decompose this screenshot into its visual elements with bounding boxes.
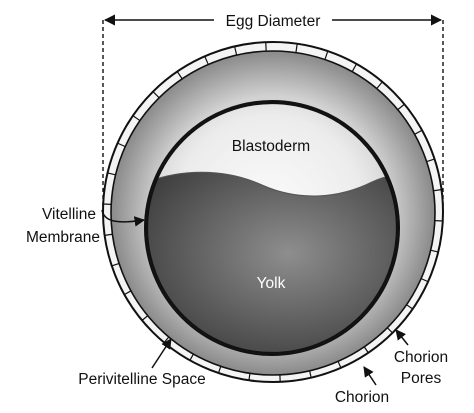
chorion-pores-label-line2: Pores — [401, 370, 442, 387]
chorion-pores-label-line1: Chorion — [394, 349, 448, 366]
perivitelline-space-callout: Perivitelline Space — [78, 338, 206, 388]
chorion-callout: Chorion — [335, 366, 389, 406]
chorion-pore — [123, 290, 132, 296]
chorion-pores-callout: Chorion Pores — [394, 329, 448, 387]
chorion-pore — [430, 249, 439, 253]
chorion-pore — [386, 327, 394, 334]
chorion-pore — [433, 189, 442, 192]
chorion-pore — [152, 91, 160, 98]
chorion-pore — [204, 56, 209, 65]
chorion-pore — [337, 360, 342, 369]
chorion-pore — [248, 372, 251, 381]
chorion-pores — [103, 42, 443, 383]
chorion-pore — [141, 315, 149, 322]
chorion-pore — [397, 103, 405, 110]
vitelline-label-line1: Vitelline — [42, 206, 96, 223]
chorion-pore — [426, 158, 435, 163]
perivitelline-space-label: Perivitelline Space — [78, 371, 206, 388]
yolk-region — [147, 171, 397, 353]
chorion-pore — [217, 365, 222, 374]
chorion-pore — [363, 346, 370, 354]
chorion-pore — [107, 172, 116, 176]
chorion-pore — [295, 44, 298, 53]
vitelline-pointer-arrow — [101, 209, 146, 227]
chorion-pore — [132, 115, 141, 121]
chorion-pore — [189, 353, 195, 361]
chorion-pores-pointer-arrow — [395, 329, 409, 346]
chorion-pore — [176, 71, 183, 79]
chorion-pore — [420, 277, 429, 283]
yolk-label: Yolk — [257, 275, 286, 292]
vitelline-label-line2: Membrane — [26, 229, 100, 246]
chorion-pore — [234, 46, 238, 55]
chorion-pore — [351, 64, 357, 72]
chorion-pore — [104, 233, 113, 236]
chorion-pore — [376, 81, 383, 89]
chorion-pore — [111, 262, 120, 267]
chorion-label: Chorion — [335, 389, 389, 406]
blastoderm-label: Blastoderm — [232, 138, 310, 155]
chorion-pore — [405, 304, 414, 310]
chorion-pointer-arrow — [363, 366, 377, 386]
egg-diameter-dimension: Egg Diameter — [102, 13, 444, 212]
chorion-pore — [117, 142, 126, 148]
chorion-pore — [324, 51, 329, 60]
chorion-pore — [414, 129, 423, 135]
egg-diameter-label: Egg Diameter — [226, 13, 321, 30]
chorion-pore — [308, 370, 312, 379]
vitelline-membrane-callout: Vitelline Membrane — [26, 206, 146, 246]
perivitelline-pointer-arrow — [151, 338, 172, 369]
